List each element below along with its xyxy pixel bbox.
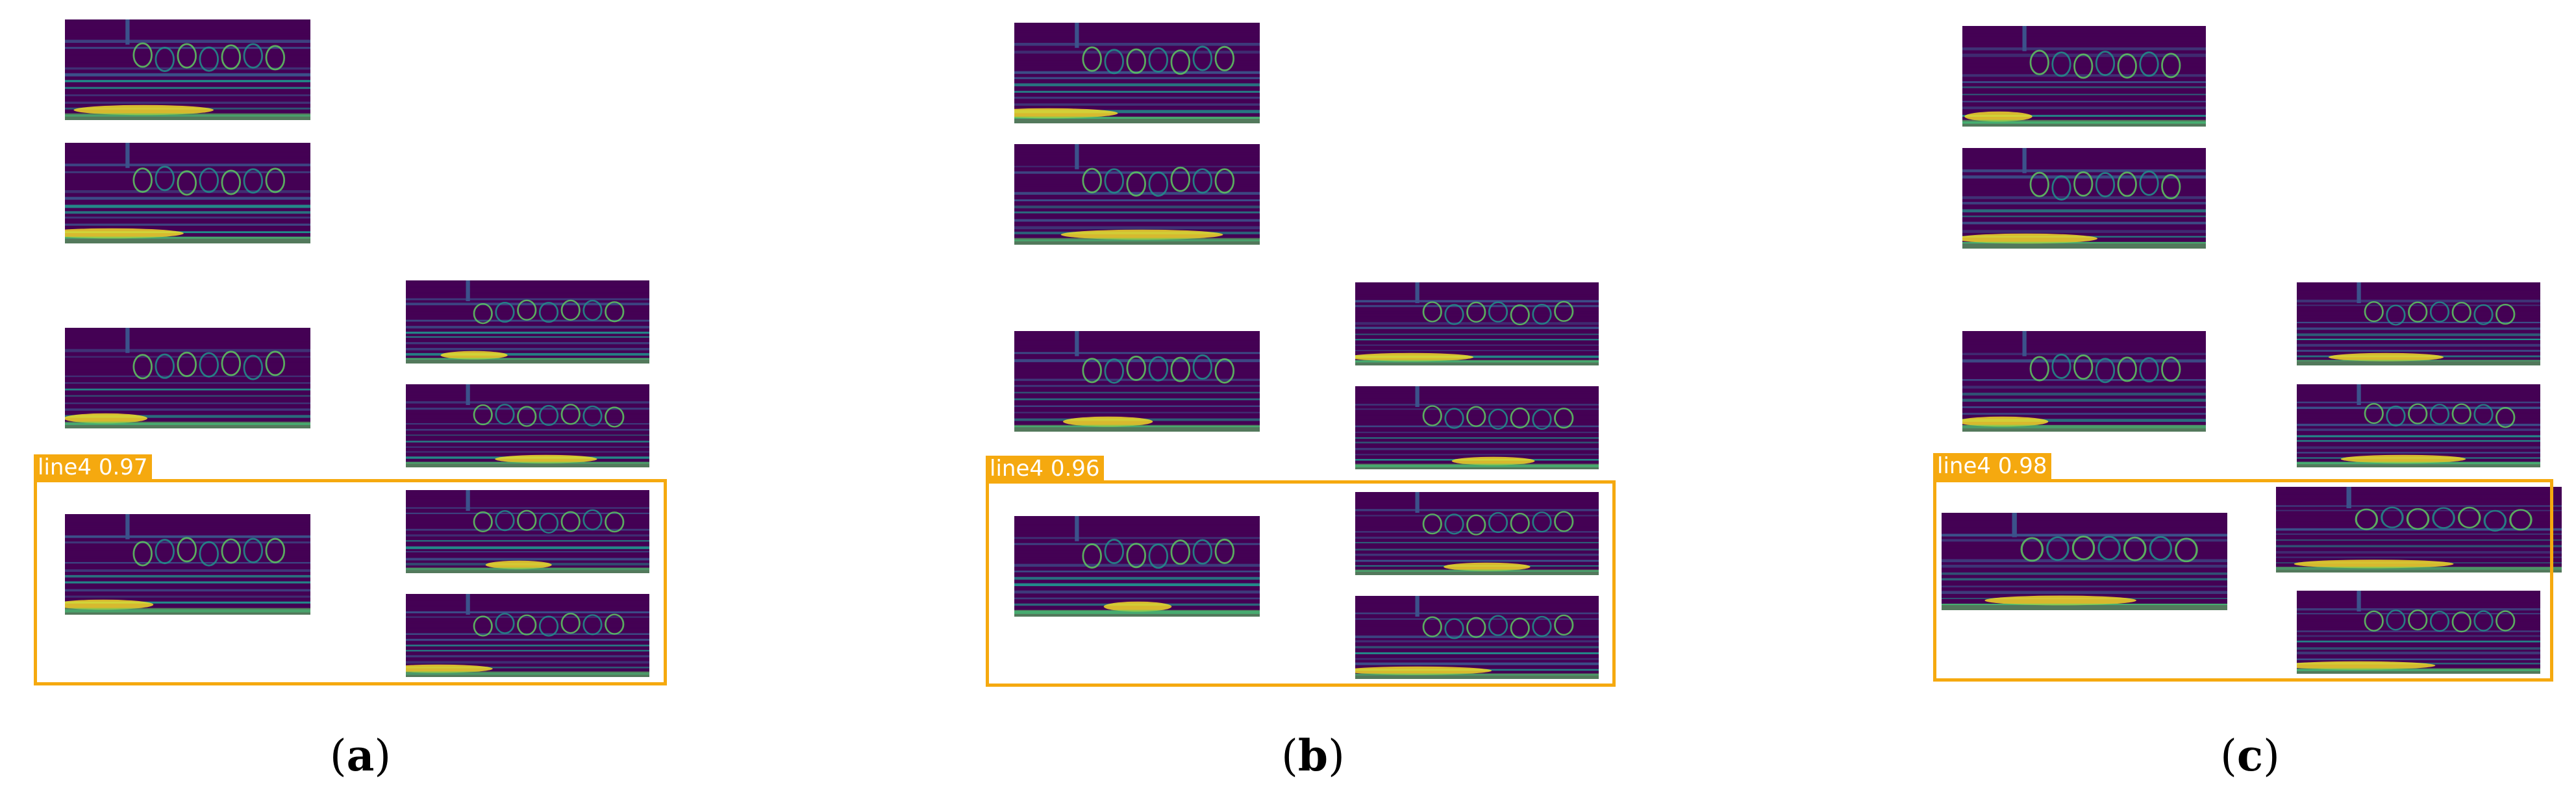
spectrogram-thumbnail xyxy=(1355,596,1599,679)
spectrogram-thumbnail xyxy=(1962,148,2206,249)
spectrogram-thumbnail xyxy=(1355,386,1599,469)
detection-confidence: 0.96 xyxy=(1050,456,1100,482)
detection-class: line4 xyxy=(38,454,92,480)
caption-letter: b xyxy=(1297,730,1329,781)
detection-label: line4 0.96 xyxy=(986,456,1104,482)
spectrogram-thumbnail xyxy=(1014,23,1260,123)
panel-caption: (c) xyxy=(2220,730,2280,781)
detection-label: line4 0.97 xyxy=(34,454,152,480)
spectrogram-thumbnail xyxy=(1355,282,1599,365)
spectrogram-thumbnail xyxy=(2297,384,2540,467)
spectrogram-thumbnail xyxy=(2297,282,2540,365)
detection-label: line4 0.98 xyxy=(1933,453,2051,479)
spectrogram-thumbnail xyxy=(65,143,310,243)
spectrogram-thumbnail xyxy=(406,594,649,677)
spectrogram-thumbnail xyxy=(65,514,310,615)
spectrogram-thumbnail xyxy=(65,19,310,120)
spectrogram-thumbnail xyxy=(1942,513,2227,610)
detection-confidence: 0.97 xyxy=(98,454,148,480)
spectrogram-thumbnail xyxy=(1014,516,1260,617)
panel-caption: (b) xyxy=(1281,730,1345,781)
detection-class: line4 xyxy=(1937,453,1991,479)
detection-box xyxy=(1933,479,2553,682)
spectrogram-thumbnail xyxy=(1014,331,1260,432)
caption-letter: a xyxy=(346,730,375,781)
spectrogram-thumbnail xyxy=(1355,492,1599,575)
panel-b: line4 0.96 (b) xyxy=(949,0,1808,801)
spectrogram-thumbnail xyxy=(1962,331,2206,432)
detection-box xyxy=(986,480,1616,687)
detection-box xyxy=(34,479,667,685)
spectrogram-thumbnail xyxy=(406,384,649,467)
panel-a: line4 0.97 (a) xyxy=(0,0,858,801)
caption-letter: c xyxy=(2236,730,2264,781)
spectrogram-thumbnail xyxy=(2297,591,2540,674)
spectrogram-thumbnail xyxy=(1962,26,2206,127)
spectrogram-thumbnail xyxy=(406,280,649,364)
spectrogram-thumbnail xyxy=(1014,144,1260,245)
panel-caption: (a) xyxy=(329,730,392,781)
detection-class: line4 xyxy=(990,456,1044,482)
spectrogram-thumbnail xyxy=(2276,487,2562,573)
panel-c: line4 0.98 (c) xyxy=(1899,0,2576,801)
detection-confidence: 0.98 xyxy=(1997,453,2047,479)
spectrogram-thumbnail xyxy=(65,328,310,428)
spectrogram-thumbnail xyxy=(406,490,649,573)
